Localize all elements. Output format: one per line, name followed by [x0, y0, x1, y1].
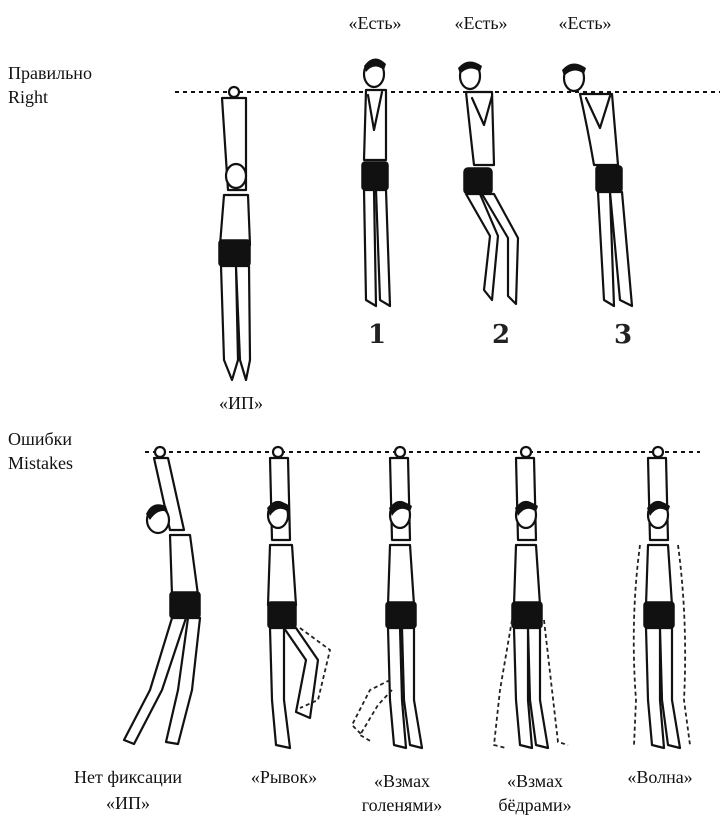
label-jerk: «Рывок»: [234, 766, 334, 788]
label-shin-swing-1: «Взмах: [342, 770, 462, 792]
figure-jerk: [267, 447, 330, 748]
label-est-1: «Есть»: [330, 12, 420, 34]
figure-shin-swing: [352, 447, 422, 748]
label-ip: «ИП»: [196, 392, 286, 414]
section-right-en: Right: [8, 86, 48, 108]
figure-hip-swing: [494, 447, 568, 748]
figure-wave: [634, 447, 690, 748]
label-no-fixation-2: «ИП»: [48, 792, 208, 814]
label-no-fixation-1: Нет фиксации: [48, 766, 208, 788]
phase-number-3: 3: [614, 320, 632, 350]
label-shin-swing-2: голенями»: [342, 794, 462, 816]
figure-phase-2: [458, 61, 518, 304]
figure-ip-hang: [219, 87, 250, 380]
section-mistakes-ru: Ошибки: [8, 428, 72, 450]
label-hip-swing-2: бёдрами»: [480, 794, 590, 816]
label-wave: «Волна»: [610, 766, 710, 788]
label-est-2: «Есть»: [436, 12, 526, 34]
figure-no-fixation: [124, 447, 200, 744]
phase-number-1: 1: [368, 320, 386, 350]
figure-phase-1: [362, 58, 390, 306]
label-est-3: «Есть»: [540, 12, 630, 34]
section-mistakes-en: Mistakes: [8, 452, 73, 474]
figure-phase-3: [562, 63, 632, 306]
phase-number-2: 2: [492, 320, 510, 350]
section-right-ru: Правильно: [8, 62, 92, 84]
label-hip-swing-1: «Взмах: [480, 770, 590, 792]
